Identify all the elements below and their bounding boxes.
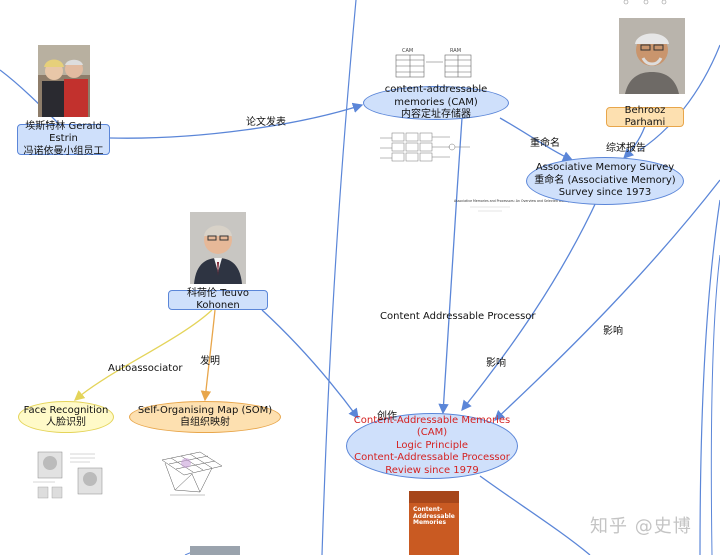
node-cam[interactable]: content-addressable memories (CAM) 内容定址存… (363, 84, 509, 121)
node-behrooz-parhami-label: Behrooz Parhami (624, 104, 666, 129)
edge-label-cap: Content Addressable Processor (380, 311, 536, 322)
partial-image-bottom (190, 546, 240, 555)
kohonen-photo (190, 212, 246, 284)
node-som-line1: Self-Organising Map (SOM) (137, 404, 273, 416)
node-cam-line1: content-addressable memories (CAM) (384, 84, 488, 108)
edge-review-down (479, 475, 591, 555)
node-cam-line2: 内容定址存储器 (401, 109, 471, 121)
cam-table-title-left: CAM (402, 48, 413, 54)
edge-bg-left (0, 69, 61, 126)
edge-label-influence-left: 影响 (486, 358, 506, 369)
node-review-line3: Logic Principle (396, 439, 468, 451)
parhami-photo (619, 18, 685, 94)
edge-label-publish: 论文发表 (246, 117, 286, 128)
top-right-icons (623, 0, 667, 5)
node-teuvo-kohonen[interactable]: 科荷伦 Teuvo Kohonen (168, 287, 268, 312)
estrin-photo (38, 45, 90, 117)
edge-cam-review (438, 117, 463, 415)
node-gerald-estrin-line1: 埃斯特林 Gerald Estrin (25, 120, 102, 145)
node-survey-line3: Survey since 1973 (558, 187, 652, 199)
paper-title: Associative Memories and Processors: An … (454, 199, 579, 203)
cam-table-title-right: RAM (450, 48, 461, 54)
edge-label-review-report: 综述报告 (606, 143, 646, 154)
node-som-line2: 自组织映射 (180, 417, 230, 428)
node-cam-review[interactable]: Content-Addressable Memories (CAM) Logic… (346, 413, 518, 479)
node-behrooz-parhami[interactable]: Behrooz Parhami (606, 104, 684, 129)
cam-table-figure (395, 54, 472, 78)
edge-right-review (494, 179, 720, 421)
node-review-line2: (CAM) (416, 427, 448, 439)
node-face-line2: 人脸识别 (46, 417, 86, 428)
node-face-recognition[interactable]: Face Recognition 人脸识别 (18, 401, 114, 433)
node-survey-line2: 重命名 (Associative Memory) (534, 174, 676, 186)
watermark: 知乎 @史博 (590, 516, 692, 537)
node-face-line1: Face Recognition (23, 404, 109, 416)
node-gerald-estrin-line2: 冯诺依曼小组员工 (23, 145, 104, 157)
edge-bg-top (321, 0, 357, 555)
edge-label-rename: 重命名 (530, 138, 560, 149)
edge-kohonen-face (74, 309, 213, 401)
node-teuvo-kohonen-label: 科荷伦 Teuvo Kohonen (186, 287, 250, 312)
edge-bg-right-edge (710, 254, 720, 555)
face-figure (33, 451, 103, 499)
book-title: Content-Addressable Memories (413, 506, 455, 527)
som-figure (161, 451, 223, 496)
edge-parhami-survey (623, 125, 646, 159)
edge-label-create: 创作 (377, 411, 397, 422)
edge-label-influence-right: 影响 (603, 326, 623, 337)
paper-lines (470, 206, 510, 212)
edge-label-invent: 发明 (200, 356, 220, 367)
edge-kohonen-som (200, 309, 216, 402)
node-gerald-estrin[interactable]: 埃斯特林 Gerald Estrin 冯诺依曼小组员工 (17, 120, 110, 157)
node-som[interactable]: Self-Organising Map (SOM) 自组织映射 (129, 401, 281, 433)
edge-cam-survey (499, 117, 574, 161)
book-cover: Content-Addressable Memories (409, 491, 459, 555)
edge-kohonen-review (261, 309, 359, 420)
node-review-line5: Review since 1979 (385, 464, 479, 476)
logic-circuit-figure (380, 132, 470, 162)
node-review-line4: Content-Addressable Processor (354, 452, 510, 464)
node-review-line1: Content-Addressable Memories (353, 414, 511, 426)
edge-label-autoassociator: Autoassociator (108, 363, 183, 374)
node-survey-line1: Associative Memory Survey (535, 162, 675, 174)
edge-survey-review-left (461, 197, 599, 412)
edge-bg-right-mid (699, 199, 720, 555)
node-associative-memory-survey[interactable]: Associative Memory Survey 重命名 (Associati… (526, 157, 684, 205)
edge-estrin-cam (109, 102, 364, 139)
